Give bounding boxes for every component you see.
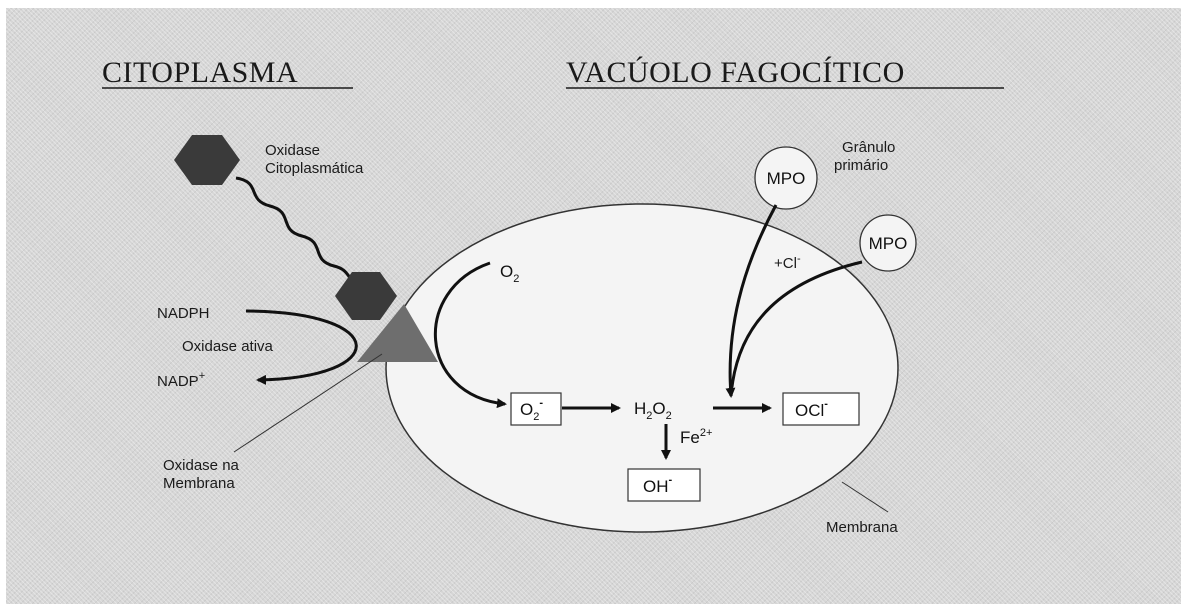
wavy-translocation-line [236, 178, 356, 282]
membrane-oxidase-pointer [234, 354, 382, 452]
label-membrane-oxidase-2: Membrana [163, 475, 235, 492]
membrane-oxidase-hexagon-icon [335, 272, 397, 320]
label-nadp: NADP+ [157, 370, 205, 390]
heading-vacuole: VACÚOLO FAGOCÍTICO [566, 56, 905, 89]
label-granule-2: primário [834, 157, 888, 174]
membrane-pointer [842, 482, 888, 512]
heading-cytoplasm: CITOPLASMA [102, 56, 298, 89]
label-cytoplasmic-oxidase-1: Oxidase [265, 142, 320, 159]
label-cytoplasmic-oxidase-2: Citoplasmática [265, 160, 364, 177]
label-membrane-oxidase-1: Oxidase na [163, 457, 240, 474]
label-active-oxidase: Oxidase ativa [182, 338, 274, 355]
label-mpo-2: MPO [869, 234, 908, 253]
species-chloride: +Cl- [774, 253, 801, 272]
species-hydroxyl: OH- [643, 474, 673, 496]
label-membrane: Membrana [826, 519, 898, 536]
species-hypochlorite: OCl- [795, 398, 828, 420]
cytoplasmic-oxidase-hexagon-icon [174, 135, 240, 185]
label-mpo-1: MPO [767, 169, 806, 188]
label-nadph: NADPH [157, 305, 210, 322]
label-granule-1: Grânulo [842, 139, 895, 156]
